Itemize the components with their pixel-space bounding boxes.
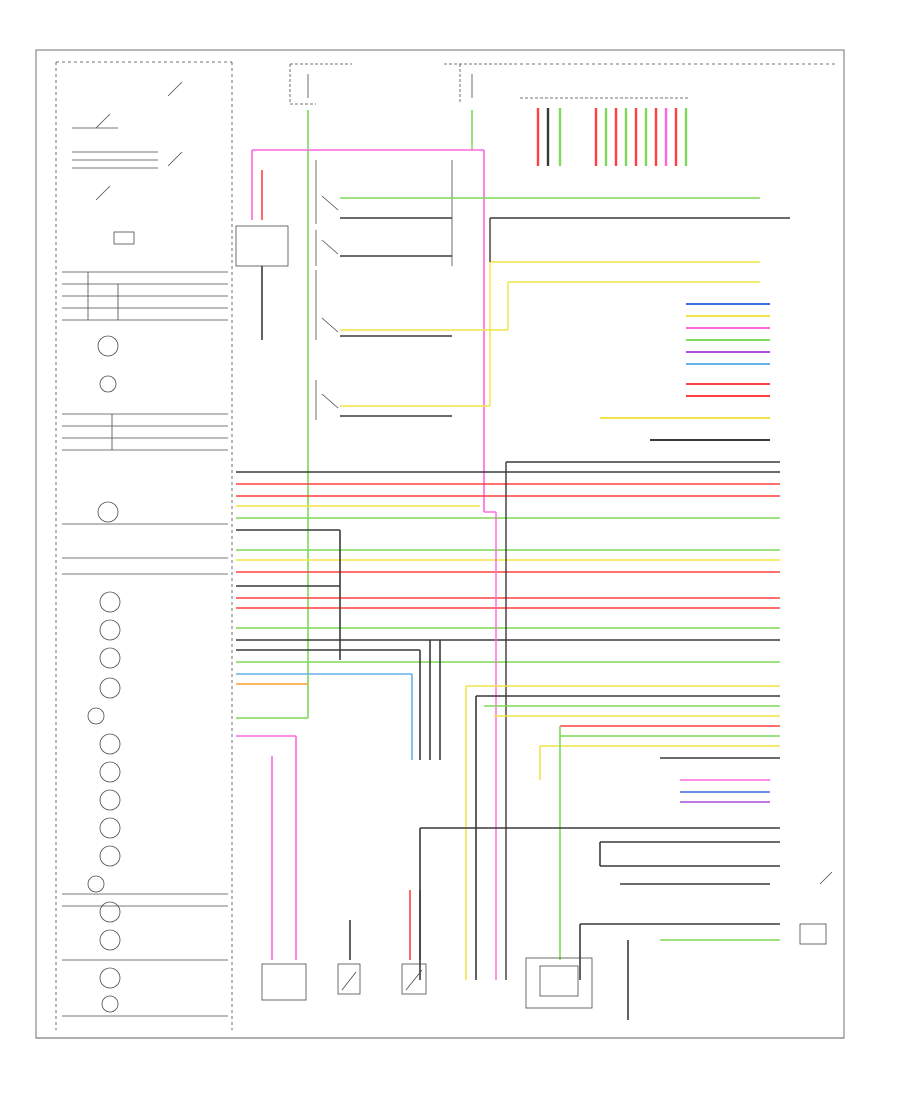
lower-left-feeds: [236, 717, 421, 960]
indicator-lamp-3: [97, 501, 119, 523]
indicator-lamp-7: [99, 677, 121, 699]
indicator-lamp-14: [87, 875, 105, 893]
indicator-lamp-6: [99, 647, 121, 669]
switch-2-contact: [321, 239, 339, 255]
bottom-components: [261, 871, 833, 1009]
indicator-lamp-1: [97, 335, 119, 357]
cluster-signal-wires: [340, 197, 790, 417]
component-oil-switch: [337, 963, 361, 995]
indicator-lamp-4: [99, 591, 121, 613]
fuel-sender-inner: [539, 965, 579, 997]
tachometer-needle: [95, 113, 111, 129]
relay-body: [235, 225, 289, 267]
switch-1-contact: [321, 195, 339, 211]
switch-4-contact: [321, 393, 339, 409]
right-switch-contact: [819, 871, 833, 885]
fuel-gauge-needle: [167, 151, 183, 167]
main-harness: [236, 471, 780, 760]
switch-3-contact: [321, 317, 339, 333]
relay: [235, 225, 289, 340]
switch-modules: [315, 160, 453, 420]
indicator-lamp-2: [99, 375, 117, 393]
indicator-lamp-16: [99, 929, 121, 951]
indicator-lamp-15: [99, 901, 121, 923]
component-seatbelt-switch: [799, 923, 827, 945]
indicator-lamp-5: [99, 619, 121, 641]
indicator-lamp-9: [99, 733, 121, 755]
indicator-lamp-12: [99, 817, 121, 839]
top-connector-pins: [536, 108, 688, 166]
gauge-module: [113, 231, 135, 245]
oil-switch-contact: [341, 971, 357, 991]
indicator-lamp-13: [99, 845, 121, 867]
power-feeds: [251, 110, 485, 718]
right-connector-wires: [600, 303, 770, 441]
indicator-lamp-10: [99, 761, 121, 783]
indicator-lamp-11: [99, 789, 121, 811]
component-brake-switch: [401, 963, 427, 995]
indicator-lamp-8: [87, 707, 105, 725]
fuse-boxes: [289, 63, 836, 105]
temp-gauge-needle: [95, 185, 111, 201]
indicator-lamp-17: [99, 967, 121, 989]
indicator-lamp-18: [101, 995, 119, 1013]
speedometer-needle: [167, 81, 183, 97]
component-fuel-sender: [525, 957, 593, 1009]
brake-switch-contact: [405, 969, 423, 991]
component-ecm: [261, 963, 307, 1001]
instrument-cluster: [55, 61, 233, 1030]
right-vertical-bus: [484, 461, 780, 980]
lower-right-harness: [419, 685, 780, 1020]
